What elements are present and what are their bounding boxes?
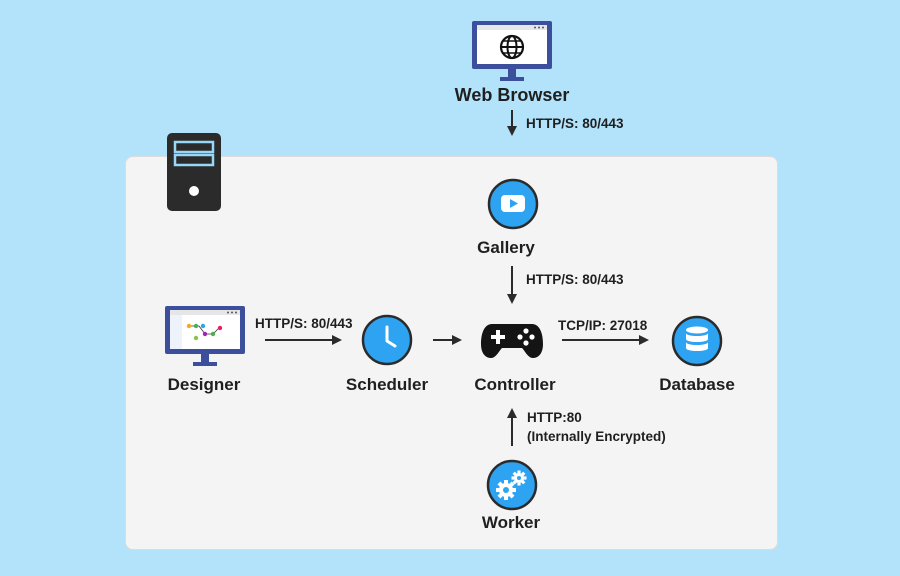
server-tower-icon	[167, 133, 221, 211]
edge-label-designer-to-scheduler: HTTP/S: 80/443	[255, 316, 353, 331]
node-label-worker: Worker	[481, 513, 541, 532]
edge-label-browser-to-server: HTTP/S: 80/443	[526, 116, 624, 131]
node-label-controller: Controller	[474, 375, 556, 394]
node-label-gallery: Gallery	[477, 238, 535, 257]
gears-icon	[486, 459, 538, 511]
node-label-designer: Designer	[167, 375, 241, 394]
monitor-workflow-icon	[165, 306, 245, 366]
edge-label-controller-to-database: TCP/IP: 27018	[558, 318, 648, 333]
node-label-database: Database	[659, 375, 735, 394]
clock-icon	[361, 314, 413, 366]
play-button-icon	[487, 178, 539, 230]
edge-label-gallery-to-controller: HTTP/S: 80/443	[526, 272, 624, 287]
edge-label-worker-to-controller-2: (Internally Encrypted)	[527, 429, 666, 444]
node-label-web-browser: Web Browser	[454, 85, 570, 105]
database-icon	[671, 315, 723, 367]
edge-label-worker-to-controller-1: HTTP:80	[527, 410, 582, 425]
node-label-scheduler: Scheduler	[345, 375, 429, 394]
monitor-globe-icon	[472, 21, 552, 81]
gamepad-icon	[481, 324, 543, 358]
